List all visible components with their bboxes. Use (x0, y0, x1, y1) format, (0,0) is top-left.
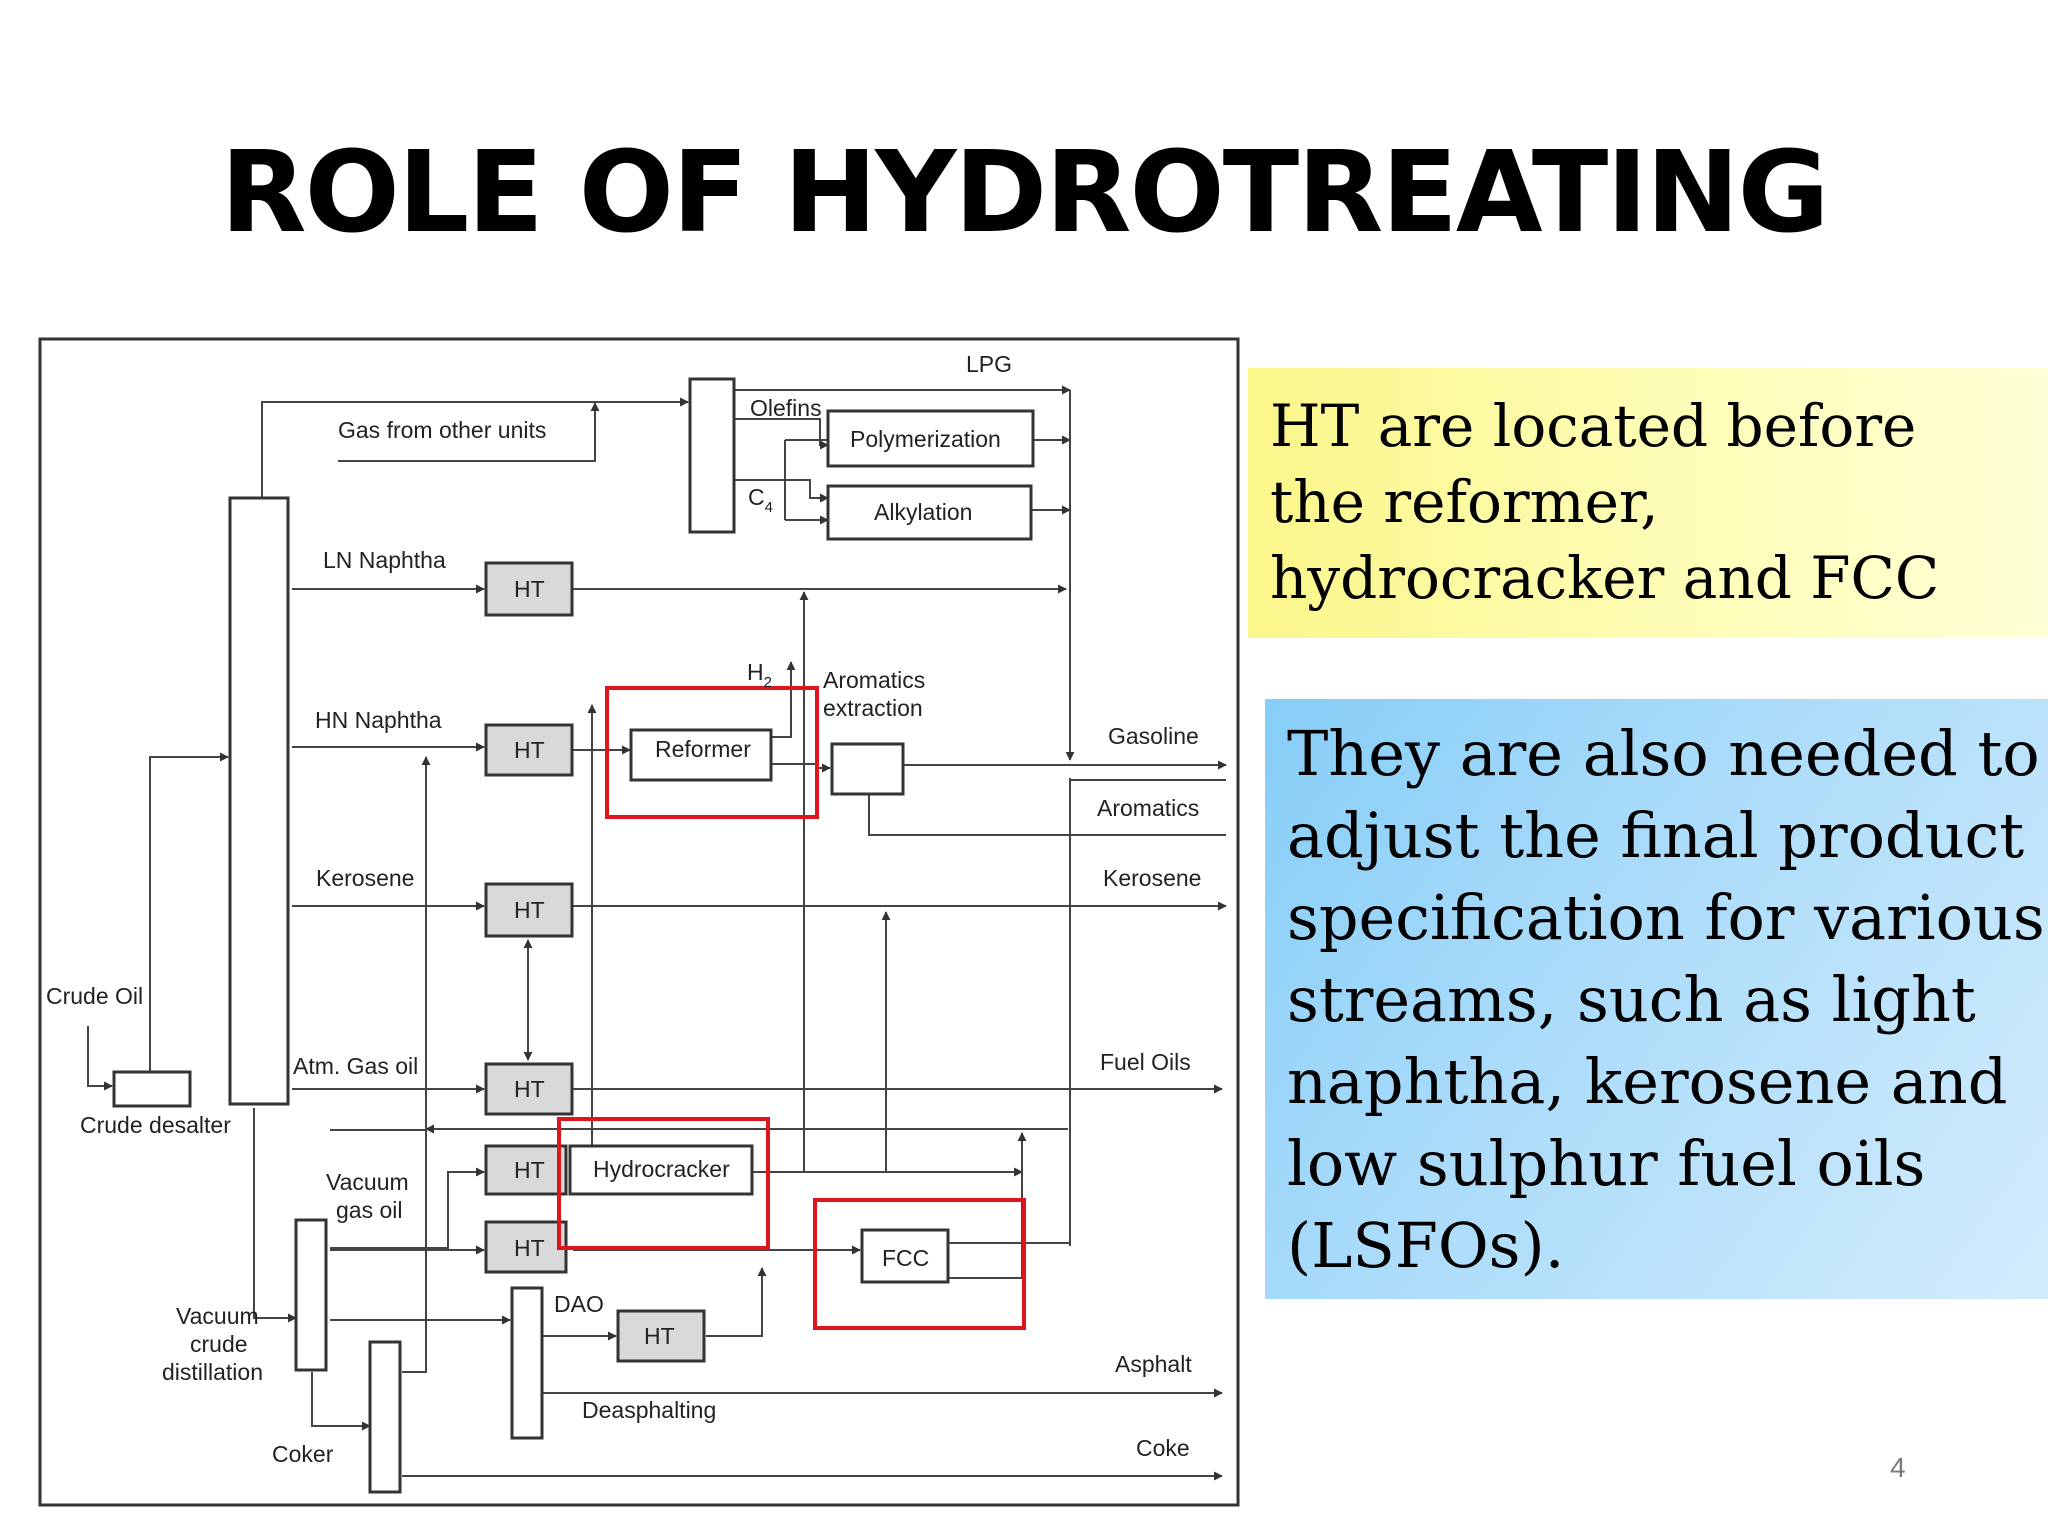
label-crude-desalter: Crude desalter (80, 1112, 231, 1138)
label-lpg: LPG (966, 351, 1012, 377)
label-h2-subscript: 2 (764, 674, 772, 691)
label-kerosene-in: Kerosene (316, 865, 414, 891)
callout-line: hydrocracker and FCC (1270, 544, 1940, 612)
callout-line: (LSFOs). (1287, 1209, 1565, 1282)
deasphalting-column (510, 1286, 544, 1440)
label-gasoline: Gasoline (1108, 723, 1199, 749)
aromatics-extraction-box (830, 742, 905, 796)
ht-label: HT (514, 576, 545, 602)
label-aromatics-extraction-line1: Aromatics (823, 667, 925, 693)
label-deasphalting: Deasphalting (582, 1397, 716, 1423)
label-vacuum-gas-oil-line1: Vacuum (326, 1169, 409, 1195)
ht-label: HT (514, 737, 545, 763)
label-coker: Coker (272, 1441, 334, 1467)
ht-box-hydrocracker (484, 1144, 568, 1196)
label-asphalt: Asphalt (1115, 1351, 1192, 1377)
ht-box-fcc (484, 1220, 568, 1274)
label-alkylation: Alkylation (874, 499, 972, 525)
highlight-reformer (605, 686, 819, 819)
callout-box-location: HT are located before the reformer, hydr… (1248, 368, 2048, 638)
ht-label: HT (514, 1157, 545, 1183)
callout-line: specification for various (1287, 881, 2045, 954)
label-hn-naphtha: HN Naphtha (315, 707, 442, 733)
ht-box-ln-naphtha (484, 561, 574, 617)
crude-desalter-box (112, 1070, 192, 1108)
label-fuel-oils: Fuel Oils (1100, 1049, 1191, 1075)
label-vacuum-crude-line1: Vacuum (176, 1303, 259, 1329)
label-vacuum-crude-line3: distillation (162, 1359, 263, 1385)
label-dao: DAO (554, 1291, 604, 1317)
label-aromatics: Aromatics (1097, 795, 1199, 821)
ht-box-atm-gas-oil (484, 1062, 574, 1116)
coker-column (368, 1340, 402, 1494)
label-aromatics-extraction-line2: extraction (823, 695, 923, 721)
fcc-box (860, 1228, 950, 1284)
label-kerosene-out: Kerosene (1103, 865, 1201, 891)
page-number: 4 (1890, 1452, 1906, 1483)
callout-line: They are also needed to (1287, 717, 2040, 790)
highlight-fcc (813, 1198, 1026, 1330)
ht-box-kerosene (484, 882, 574, 938)
ht-box-hn-naphtha (484, 723, 574, 777)
label-h2-main: H (747, 659, 764, 685)
label-ln-naphtha: LN Naphtha (323, 547, 446, 573)
label-gas-from-other-units: Gas from other units (338, 417, 546, 443)
hydrocracker-box (568, 1144, 754, 1196)
ht-box-dao (616, 1309, 706, 1363)
vacuum-column (294, 1218, 328, 1372)
slide-title: ROLE OF HYDROTREATING (220, 128, 1829, 258)
gas-plant-column (688, 377, 736, 534)
label-vacuum-crude-line2: crude (190, 1331, 248, 1357)
ht-label: HT (514, 897, 545, 923)
atmospheric-column (228, 496, 290, 1106)
callout-line: streams, such as light (1287, 963, 1976, 1036)
label-atm-gas-oil: Atm. Gas oil (293, 1053, 418, 1079)
label-reformer: Reformer (655, 736, 751, 762)
label-hydrocracker: Hydrocracker (593, 1156, 730, 1182)
label-olefins: Olefins (750, 395, 822, 421)
callout-line: low sulphur fuel oils (1287, 1127, 1926, 1200)
ht-label: HT (644, 1323, 675, 1349)
label-c4-subscript: 4 (765, 499, 773, 516)
reformer-box (629, 728, 773, 782)
callout-line: adjust the final product (1287, 799, 2025, 872)
highlight-hydrocracker (557, 1117, 770, 1250)
polymerization-box (826, 409, 1035, 468)
callout-text: HT are located before the reformer, hydr… (1270, 388, 1939, 616)
label-crude-oil: Crude Oil (46, 983, 143, 1009)
label-coke: Coke (1136, 1435, 1190, 1461)
label-c4: C4 (748, 484, 773, 516)
alkylation-box (826, 484, 1033, 541)
callout-line: the reformer, (1270, 468, 1659, 536)
label-vacuum-gas-oil-line2: gas oil (336, 1197, 402, 1223)
label-c4-main: C (748, 484, 765, 510)
callout-line: naphtha, kerosene and (1287, 1045, 2008, 1118)
callout-text: They are also needed to adjust the final… (1287, 713, 2045, 1287)
label-h2: H2 (747, 659, 772, 691)
callout-line: HT are located before (1270, 392, 1917, 460)
callout-box-product-specification: They are also needed to adjust the final… (1265, 699, 2048, 1299)
ht-label: HT (514, 1076, 545, 1102)
label-fcc: FCC (882, 1245, 929, 1271)
label-polymerization: Polymerization (850, 426, 1001, 452)
ht-label: HT (514, 1235, 545, 1261)
